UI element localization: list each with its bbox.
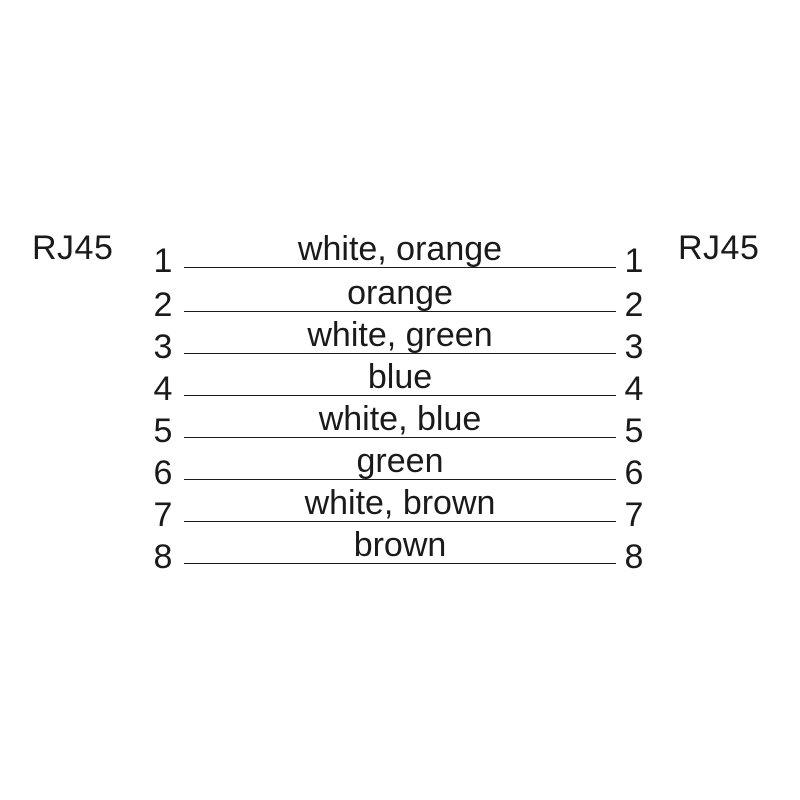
wire-line xyxy=(184,353,616,354)
wire-color-label: white, brown xyxy=(304,484,496,522)
right-connector-label: RJ45 xyxy=(678,229,760,267)
left-pin-number: 6 xyxy=(153,454,173,492)
wire-row-8: 8 brown 8 xyxy=(0,526,800,579)
wire-row-6: 6 green 6 xyxy=(0,442,800,495)
right-pin-number: 4 xyxy=(624,370,644,408)
left-pin-number: 5 xyxy=(153,412,173,450)
right-pin-number: 6 xyxy=(624,454,644,492)
right-pin-number: 3 xyxy=(624,328,644,366)
wire-color-label: white, orange xyxy=(297,230,503,268)
right-pin-number: 5 xyxy=(624,412,644,450)
wire-row-1: 1 white, orange 1 xyxy=(0,230,800,283)
right-pin-number: 1 xyxy=(624,242,644,280)
left-pin-number: 4 xyxy=(153,370,173,408)
wire-color-label: white, green xyxy=(307,316,493,354)
wire-color-label: white, blue xyxy=(318,400,482,438)
wire-color-label: brown xyxy=(353,526,447,564)
wire-line xyxy=(184,267,616,268)
left-pin-number: 7 xyxy=(153,496,173,534)
wire-color-label: green xyxy=(356,442,444,480)
left-pin-number: 2 xyxy=(153,286,173,324)
left-connector-label: RJ45 xyxy=(32,229,114,267)
wire-row-5: 5 white, blue 5 xyxy=(0,400,800,453)
wire-line xyxy=(184,563,616,564)
wire-line xyxy=(184,521,616,522)
left-pin-number: 1 xyxy=(153,242,173,280)
wire-row-2: 2 orange 2 xyxy=(0,274,800,327)
wire-row-7: 7 white, brown 7 xyxy=(0,484,800,537)
wire-line xyxy=(184,395,616,396)
right-pin-number: 2 xyxy=(624,286,644,324)
wire-row-3: 3 white, green 3 xyxy=(0,316,800,369)
wire-color-label: orange xyxy=(347,274,453,312)
wire-line xyxy=(184,437,616,438)
right-pin-number: 7 xyxy=(624,496,644,534)
left-pin-number: 8 xyxy=(153,538,173,576)
right-pin-number: 8 xyxy=(624,538,644,576)
wire-row-4: 4 blue 4 xyxy=(0,358,800,411)
wire-color-label: blue xyxy=(367,358,433,396)
wire-line xyxy=(184,479,616,480)
wire-line xyxy=(184,311,616,312)
left-pin-number: 3 xyxy=(153,328,173,366)
